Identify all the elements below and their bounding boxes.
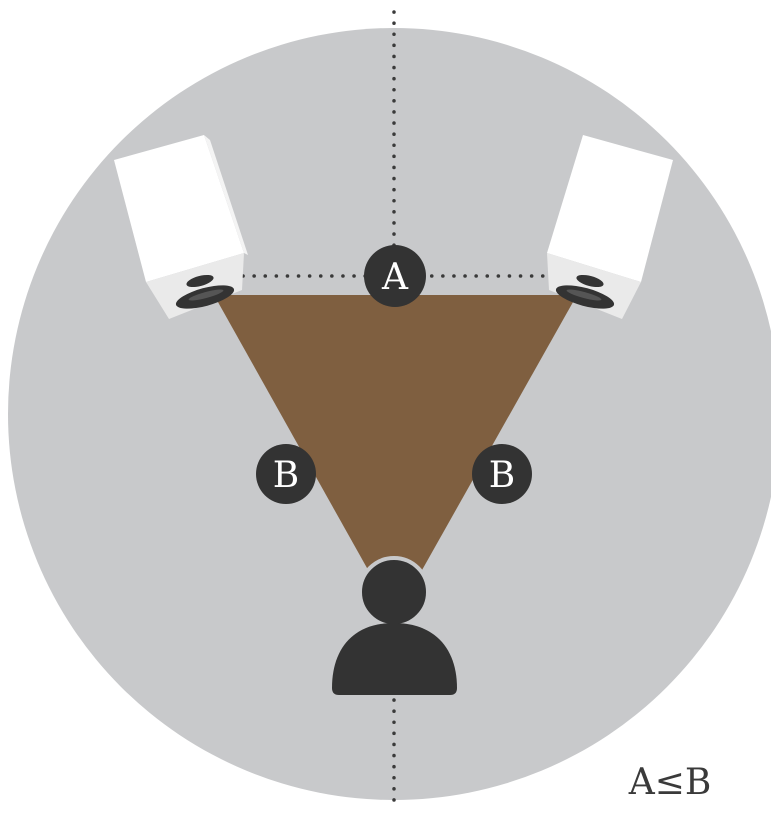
label-b-right-text: B <box>489 455 515 496</box>
label-a-text: A <box>381 257 409 298</box>
listener-body <box>332 623 457 695</box>
label-a-circle <box>364 245 426 307</box>
label-b-right-circle <box>472 444 532 504</box>
listening-triangle <box>214 295 577 618</box>
label-b-right-badge: B <box>472 444 532 504</box>
right-speaker-cabinet <box>547 135 673 282</box>
left-speaker-side <box>204 135 248 255</box>
label-b-left-circle <box>256 444 316 504</box>
left-speaker-tweeter-icon <box>186 274 214 288</box>
right-speaker-tweeter-icon <box>576 274 604 288</box>
label-a-badge: A <box>364 245 426 307</box>
right-speaker-woofer-highlight <box>566 289 602 301</box>
right-speaker <box>547 135 673 319</box>
listener-head <box>358 556 430 628</box>
label-b-left-text: B <box>273 455 299 496</box>
left-speaker-woofer-highlight <box>188 289 224 301</box>
left-speaker <box>114 135 248 319</box>
rule-caption: A≤B <box>628 762 712 803</box>
label-b-left-badge: B <box>256 444 316 504</box>
listener-icon <box>332 556 457 695</box>
left-speaker-cabinet <box>114 135 244 282</box>
